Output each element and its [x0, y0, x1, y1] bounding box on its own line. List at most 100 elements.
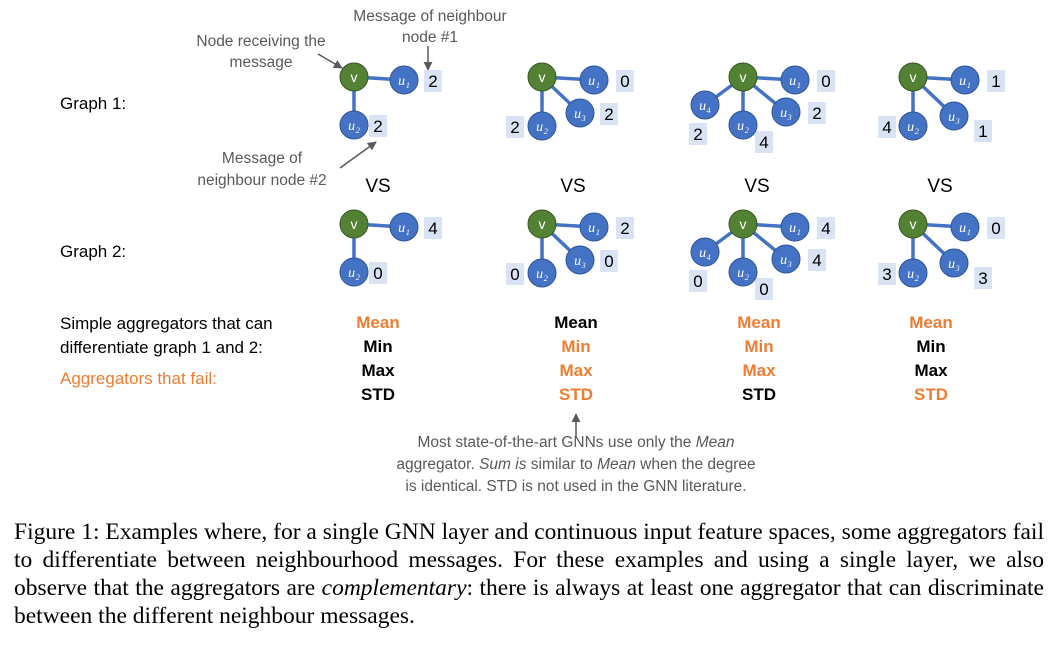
neighbour-node-label: u₂ — [348, 119, 360, 134]
neighbour-node-label: u₄ — [699, 246, 711, 261]
message-value-u2: 0 — [373, 264, 382, 283]
message-value-u4: 0 — [693, 272, 702, 291]
message-value-u1: 0 — [991, 219, 1000, 238]
annotation-node-receiving-2: message — [230, 54, 293, 71]
message-value-u1: 0 — [821, 72, 830, 91]
caption-text: Figure 1: Examples where, for a single G… — [14, 519, 1044, 601]
neighbour-node-label: u₁ — [588, 221, 600, 236]
neighbour-node-u3 — [939, 101, 969, 131]
message-value-u1: 0 — [620, 72, 629, 91]
receiving-node-v — [728, 62, 758, 92]
neighbour-node-u3 — [565, 98, 595, 128]
value-box — [689, 270, 707, 292]
message-value-u3: 1 — [978, 122, 987, 141]
note-line-1-emphasis: Mean — [696, 434, 735, 451]
neighbour-node-label: u₁ — [959, 74, 971, 89]
receiving-node-label: v — [910, 69, 917, 85]
neighbour-node-u2 — [898, 111, 928, 141]
message-value-u3: 2 — [604, 105, 613, 124]
simple-aggregators-label: Simple aggregators that can — [60, 314, 273, 333]
figure-diagram: Graph 1: Graph 2: Node receiving the mes… — [60, 8, 1005, 495]
receiving-node-v — [339, 209, 369, 239]
note-line-2-emphasis: Sum is — [479, 456, 527, 473]
aggregator-std-fail: STD — [914, 385, 948, 404]
neighbour-node-u2 — [527, 111, 557, 141]
figure-caption: Figure 1: Examples where, for a single G… — [14, 518, 1044, 630]
message-value-u1: 2 — [620, 219, 629, 238]
neighbour-node-label: u₄ — [699, 99, 711, 114]
receiving-node-label: v — [740, 216, 747, 232]
neighbour-node-u1 — [389, 212, 419, 242]
aggregator-std-pass: STD — [361, 385, 395, 404]
aggregator-min-pass: Min — [916, 337, 945, 356]
neighbour-node-u3 — [939, 248, 969, 278]
neighbour-node-u3 — [771, 244, 801, 274]
note-line-2-text: similar to — [526, 456, 597, 473]
receiving-node-v — [728, 209, 758, 239]
neighbour-node-label: u₁ — [398, 221, 410, 236]
annotation-msg-neighbour-1: Message of neighbour — [353, 8, 506, 25]
value-box — [878, 263, 896, 285]
message-value-u3: 2 — [812, 104, 821, 123]
neighbour-node-u2 — [898, 258, 928, 288]
value-box — [689, 123, 707, 145]
message-value-u1: 4 — [428, 219, 437, 238]
value-box — [808, 102, 826, 124]
message-value-u1: 4 — [821, 219, 830, 238]
neighbour-node-label: u₂ — [907, 120, 919, 135]
value-box — [755, 278, 773, 300]
value-box — [424, 217, 442, 239]
message-value-u2: 0 — [510, 265, 519, 284]
neighbour-node-label: u₁ — [398, 74, 410, 89]
aggregator-mean-fail: Mean — [909, 313, 952, 332]
neighbour-node-u1 — [389, 65, 419, 95]
annotation-node-receiving: Node receiving the — [196, 33, 325, 50]
aggregator-std-pass: STD — [742, 385, 776, 404]
annotation-msg-neighbour-1b: node #1 — [402, 29, 458, 46]
value-box — [600, 103, 618, 125]
caption-text: : there is always at least one aggregato… — [14, 575, 1044, 629]
neighbour-node-label: u₃ — [780, 253, 792, 268]
message-value-u3: 0 — [604, 252, 613, 271]
receiving-node-v — [898, 62, 928, 92]
neighbour-node-u1 — [950, 65, 980, 95]
neighbour-node-label: u₁ — [789, 221, 801, 236]
neighbour-node-label: u₁ — [789, 74, 801, 89]
neighbour-node-u1 — [579, 65, 609, 95]
note-line-2: aggregator. Sum is similar to Mean when … — [396, 456, 755, 473]
vs-label: VS — [365, 176, 390, 197]
vs-label: VS — [744, 176, 769, 197]
receiving-node-label: v — [910, 216, 917, 232]
value-box — [808, 249, 826, 271]
neighbour-node-label: u₁ — [588, 74, 600, 89]
value-box — [424, 70, 442, 92]
value-box — [987, 70, 1005, 92]
receiving-node-v — [527, 62, 557, 92]
note-line-3: is identical. STD is not used in the GNN… — [405, 478, 746, 495]
message-value-u2: 4 — [882, 118, 891, 137]
value-box — [616, 217, 634, 239]
aggregator-min-fail: Min — [744, 337, 773, 356]
value-box — [755, 131, 773, 153]
neighbour-node-label: u₂ — [536, 120, 548, 135]
neighbour-node-label: u₃ — [948, 110, 960, 125]
aggregator-min-fail: Min — [561, 337, 590, 356]
neighbour-node-u2 — [339, 110, 369, 140]
neighbour-node-u1 — [780, 65, 810, 95]
graphs-layer: 22u₁u₂v40u₁u₂v022u₁u₂u₃v200u₁u₂u₃v0422u₁… — [339, 62, 1005, 300]
value-box — [817, 217, 835, 239]
neighbour-node-label: u₂ — [907, 267, 919, 282]
receiving-node-v — [339, 62, 369, 92]
neighbour-node-u1 — [780, 212, 810, 242]
aggregator-min-pass: Min — [363, 337, 392, 356]
receiving-node-label: v — [539, 216, 546, 232]
neighbour-node-u2 — [339, 257, 369, 287]
note-line-1: Most state-of-the-art GNNs use only the … — [417, 434, 734, 451]
aggregator-mean-fail: Mean — [356, 313, 399, 332]
annotation-msg-neighbour-2: Message of — [222, 150, 303, 167]
simple-aggregators-label-2: differentiate graph 1 and 2: — [60, 338, 263, 357]
